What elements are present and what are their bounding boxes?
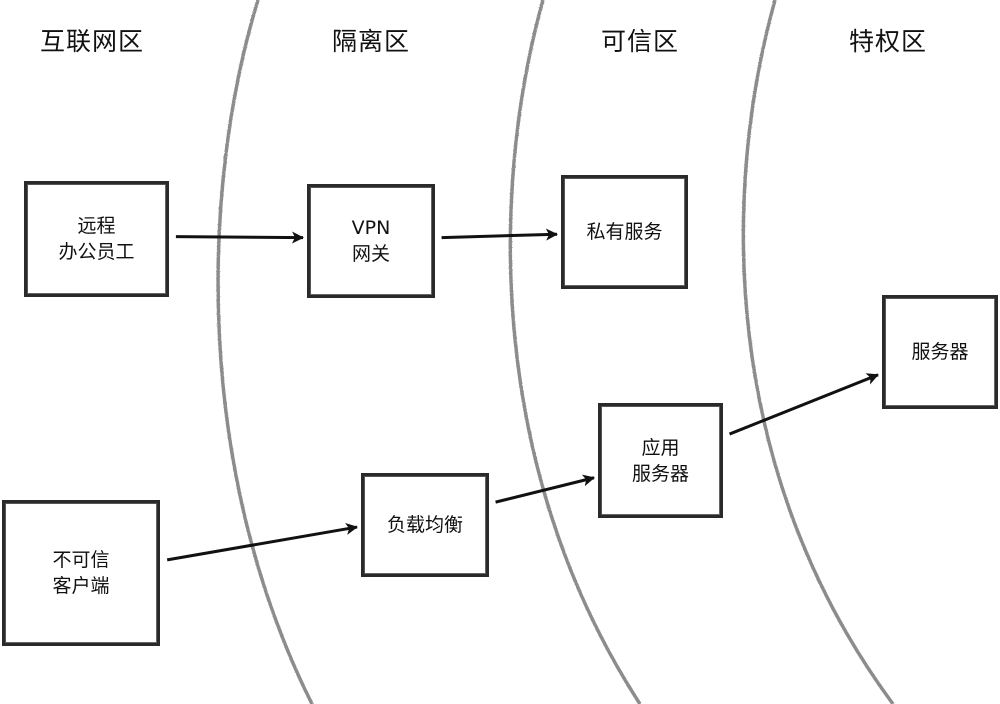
node-untrusted-client: 不可信 客户端: [2, 500, 160, 646]
node-remote-employee: 远程 办公员工: [24, 181, 169, 297]
zone-label-dmz: 隔离区: [331, 27, 411, 56]
node-server-line-1: 服务器: [911, 341, 969, 363]
node-private-service: 私有服务: [561, 175, 688, 289]
zone-label-privileged: 特权区: [848, 27, 928, 56]
node-remote-employee-line-1: 远程: [77, 215, 116, 237]
arrow-vpn-gateway-to-private-service: [441, 228, 558, 241]
node-load-balancer: 负载均衡: [361, 473, 489, 577]
arrow-app-server-to-server: [728, 373, 879, 436]
zone-label-trusted: 可信区: [600, 27, 680, 56]
zone-label-internet: 互联网区: [39, 27, 145, 56]
node-vpn-gateway: VPN 网关: [307, 184, 435, 298]
node-vpn-gateway-line-2: 网关: [351, 243, 390, 265]
arrow-load-balancer-to-app-server: [495, 474, 595, 504]
node-app-server: 应用 服务器: [598, 403, 723, 518]
node-vpn-gateway-line-1: VPN: [351, 217, 391, 239]
node-remote-employee-line-2: 办公员工: [58, 241, 135, 263]
zone-boundary-trusted-privileged: [741, 0, 895, 704]
node-load-balancer-line-1: 负载均衡: [386, 514, 463, 536]
node-app-server-line-2: 服务器: [631, 462, 689, 485]
node-untrusted-client-line-1: 不可信: [52, 549, 110, 571]
zone-boundary-internet-dmz: [216, 0, 314, 704]
zone-boundary-dmz-trusted: [508, 0, 642, 704]
node-untrusted-client-line-2: 客户端: [52, 575, 110, 597]
arrow-untrusted-client-to-load-balancer: [166, 523, 358, 562]
arrow-remote-employee-to-vpn-gateway: [175, 231, 304, 244]
node-server: 服务器: [882, 295, 998, 409]
node-private-service-line-1: 私有服务: [586, 221, 663, 243]
node-app-server-line-1: 应用: [641, 436, 680, 459]
